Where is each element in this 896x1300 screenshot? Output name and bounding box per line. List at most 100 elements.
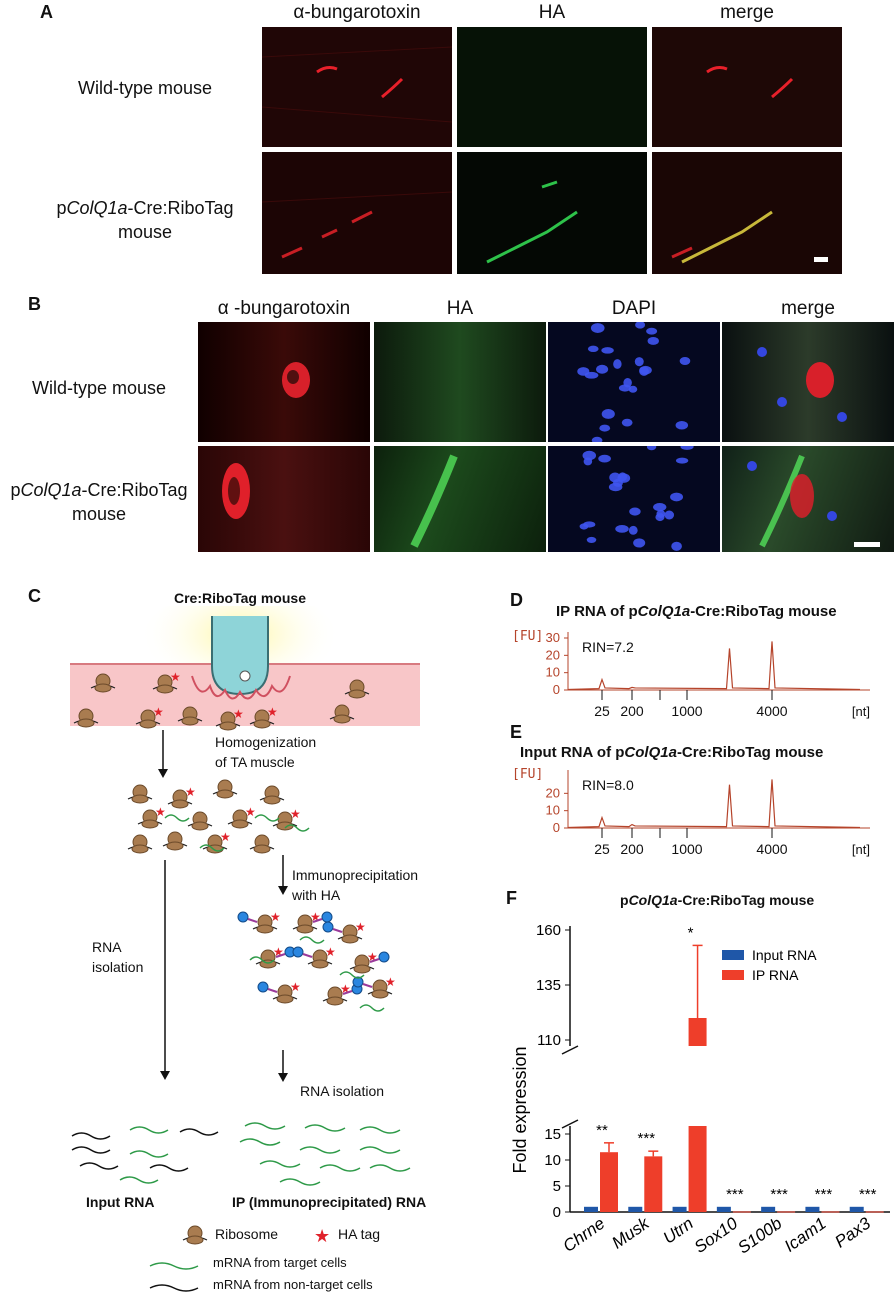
mrna-target	[249, 956, 275, 964]
electropherogram-trace	[567, 641, 861, 691]
antibody-icon	[332, 928, 343, 933]
rna-strand	[71, 1132, 111, 1140]
arrow-ip-head	[278, 886, 288, 895]
output-ip-rna: IP (Immunoprecipitated) RNA	[232, 1194, 427, 1210]
mrna-strand	[322, 997, 348, 1002]
nucleus	[635, 322, 646, 329]
x-tick-label: 4000	[756, 841, 787, 857]
panel-d-label: D	[510, 590, 523, 610]
ha-tag-icon: ★	[325, 945, 336, 959]
y-tick-label: 10	[546, 803, 560, 818]
nucleus	[598, 454, 611, 463]
nucleus	[599, 424, 611, 432]
ribosome-icon	[296, 924, 314, 934]
micrograph-b-wt-ha	[374, 322, 546, 442]
nucleus	[646, 327, 658, 335]
panel-a-label: A	[40, 2, 53, 22]
mrna-strand	[337, 935, 363, 940]
x-tick-label: 25	[594, 703, 610, 719]
x-category-label: S100b	[734, 1214, 785, 1258]
bar-ip	[600, 1152, 618, 1212]
x-category-label: Icam1	[781, 1214, 830, 1256]
micrograph-b-ribotag-merge	[722, 446, 894, 552]
antibody-icon	[369, 958, 380, 963]
x-tick-label: 200	[620, 841, 644, 857]
ha-tag-icon: ★	[355, 920, 366, 934]
mrna-strand	[249, 845, 275, 850]
nucleus	[628, 525, 638, 535]
ribosome-icon	[207, 834, 223, 850]
legend-mrna-nontarget-label: mRNA from non-target cells	[213, 1277, 373, 1292]
rin-label: RIN=7.2	[582, 639, 634, 655]
ribosome-icon	[254, 834, 270, 850]
panel-f-title: pColQ1a-Cre:RiboTag mouse	[620, 892, 815, 908]
micrograph-a-ribotag-bungarotoxin	[262, 152, 452, 274]
arrow-homogenize-head	[158, 769, 168, 778]
mrna-strand	[167, 800, 193, 805]
antibody-icon	[362, 983, 373, 988]
ha-tag-icon: ★	[290, 807, 301, 821]
rna-strand	[359, 1146, 401, 1154]
micrograph-a-wt-merge	[652, 27, 842, 147]
ribosome-icon	[131, 794, 149, 804]
ha-tag-icon: ★	[340, 982, 351, 996]
panel-b-col-title: α -bungarotoxin	[217, 298, 351, 319]
nucleus	[601, 409, 615, 419]
legend-mrna-nontarget-line	[149, 1284, 199, 1292]
rna-strand	[239, 1138, 281, 1146]
axis-break-mark	[561, 1119, 579, 1129]
mrna-strand	[349, 965, 375, 970]
bar-ip	[821, 1211, 840, 1213]
step-rna-isolation-right: RNA isolation	[300, 1083, 385, 1099]
nucleus	[617, 472, 628, 482]
micrograph-b-ribotag-ha	[374, 446, 546, 552]
ribosome-icon	[259, 959, 277, 969]
antibody-icon	[247, 918, 258, 923]
mrna-target	[339, 971, 365, 979]
y-tick-label: 10	[546, 665, 560, 680]
ha-tag-icon: ★	[310, 910, 321, 924]
nucleus	[577, 367, 590, 376]
x-tick-label: 1000	[671, 703, 702, 719]
nucleus	[679, 357, 691, 365]
nucleus	[601, 347, 614, 354]
mrna-target	[299, 936, 325, 944]
panel-c-label: C	[28, 586, 41, 606]
significance-label: ***	[638, 1130, 656, 1147]
micrograph-a-wt-bungarotoxin	[262, 27, 452, 147]
ribosome-icon	[311, 959, 329, 969]
mrna-strand	[212, 790, 238, 795]
ribosome-icon	[341, 934, 359, 944]
nucleus	[621, 418, 633, 427]
ribosome-icon	[277, 984, 293, 1000]
antibody-bead-icon	[321, 911, 333, 923]
axis-break-mark	[561, 1045, 579, 1055]
antibody-icon	[275, 953, 286, 958]
mrna-strand	[227, 820, 253, 825]
rna-strand	[244, 1122, 286, 1130]
nucleus	[646, 446, 657, 451]
scale-bar	[854, 542, 880, 547]
nucleus	[579, 523, 589, 530]
mrna-target	[164, 814, 190, 822]
rna-strand	[359, 1126, 401, 1134]
mrna-strand	[367, 990, 393, 995]
y-tick-label: 160	[536, 922, 561, 939]
legend-swatch-ip	[722, 970, 744, 980]
legend-swatch-input	[722, 950, 744, 960]
rna-strand	[369, 1164, 411, 1172]
ribosome-icon	[371, 989, 389, 999]
x-category-label: Sox10	[691, 1213, 742, 1257]
ribosome-icon	[342, 924, 358, 940]
y-tick-label: 15	[544, 1126, 561, 1143]
x-unit-label: [nt]	[852, 842, 870, 857]
nucleus	[633, 538, 646, 548]
mrna-strand	[272, 995, 298, 1000]
ribosome-icon	[216, 789, 234, 799]
nucleus	[618, 384, 631, 392]
x-category-label: Pax3	[831, 1213, 874, 1251]
rna-strand	[299, 1146, 341, 1154]
